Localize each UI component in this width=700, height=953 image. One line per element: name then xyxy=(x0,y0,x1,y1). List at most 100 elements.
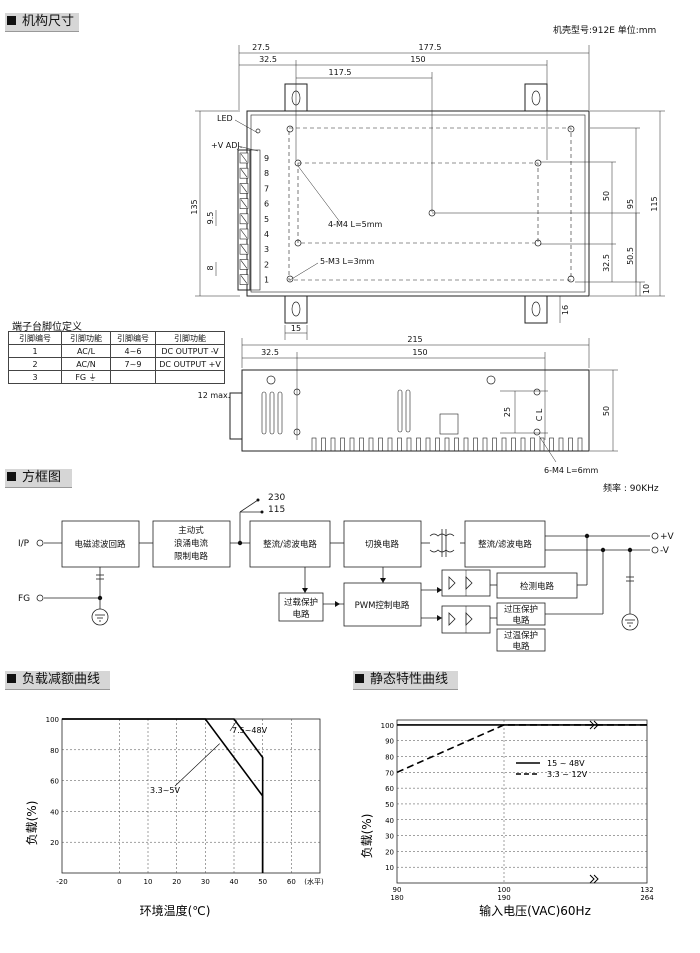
m4b-label: 6-M4 L=6mm xyxy=(544,466,599,475)
fin xyxy=(444,437,450,452)
terminal-screw xyxy=(239,183,249,194)
legend-label: 15 ~ 48V xyxy=(547,759,585,768)
block-olp-line1: 过载保护 xyxy=(284,597,318,608)
dim-50b: 50 xyxy=(602,406,611,416)
section-header-dimensions: 机构尺寸 xyxy=(5,13,79,32)
fin xyxy=(349,437,355,452)
series-line xyxy=(62,718,264,873)
table-row: 3 FG ⏚ xyxy=(8,370,225,384)
fin xyxy=(359,437,364,452)
section-title: 方框图 xyxy=(22,470,62,485)
square-icon xyxy=(7,674,16,683)
terminal-number: 2 xyxy=(264,260,269,269)
block-active-line1: 主动式 xyxy=(178,525,204,536)
x-tick-label: 50 xyxy=(258,878,267,886)
pin-cell: AC/N xyxy=(61,357,111,371)
fin xyxy=(520,437,526,452)
v230-label: 230 xyxy=(268,493,285,503)
frequency-label: 频率 : 90KHz xyxy=(603,482,659,494)
pin-header: 引脚功能 xyxy=(155,331,225,345)
table-row: 1 AC/L 4~6 DC OUTPUT -V xyxy=(8,344,225,358)
m3-label: 5-M3 L=3mm xyxy=(320,257,375,266)
terminal-screw xyxy=(239,259,249,270)
dim-25: 25 xyxy=(503,407,512,417)
pin-cell: FG ⏚ xyxy=(61,370,111,384)
fin xyxy=(539,437,545,452)
fin xyxy=(397,437,402,452)
square-icon xyxy=(7,16,16,25)
terminal-slot xyxy=(240,153,248,163)
dim-50-5: 50.5 xyxy=(626,247,635,265)
static-chart: 10090807060504030201090180100190132264输入… xyxy=(360,719,654,918)
y-tick-label: 20 xyxy=(50,839,59,847)
pin-cell: 2 xyxy=(8,357,62,371)
axis-break xyxy=(589,874,599,884)
terminal-slot xyxy=(240,169,248,178)
terminal-number: 5 xyxy=(264,215,269,224)
dim-32-5b: 32.5 xyxy=(602,254,611,272)
fin xyxy=(330,437,336,452)
block-rectifier-1: 整流/滤波电路 xyxy=(263,539,317,550)
pin-cell: 3 xyxy=(8,370,62,384)
terminal-screw xyxy=(239,198,249,209)
fin xyxy=(530,437,535,452)
block-otp-line1: 过温保护 xyxy=(504,630,538,641)
terminal-slot xyxy=(240,199,248,208)
pin-table-title: 端子台脚位定义 xyxy=(12,322,82,333)
fin xyxy=(416,437,421,452)
pin-table: 引脚编号 引脚功能 引脚编号 引脚功能 1 AC/L 4~6 DC OUTPUT… xyxy=(8,331,225,384)
fin xyxy=(435,437,440,452)
fg-label: FG xyxy=(18,594,30,604)
x-tick-label: 180 xyxy=(390,894,403,902)
x-tick-label: 30 xyxy=(201,878,210,886)
fin xyxy=(511,437,516,452)
fin xyxy=(368,437,374,452)
y-tick-label: 10 xyxy=(385,864,394,872)
fin xyxy=(463,437,469,452)
case-info: 机壳型号:912E 单位:mm xyxy=(553,26,657,36)
dim-215: 215 xyxy=(407,335,422,344)
pin-cell: AC/L xyxy=(61,344,111,358)
vadj-label: +V ADJ. xyxy=(211,141,242,150)
y-tick-label: 60 xyxy=(385,785,394,793)
table-row: 2 AC/N 7~9 DC OUTPUT +V xyxy=(8,357,225,371)
terminal-screw xyxy=(239,213,249,225)
dim-177-5: 177.5 xyxy=(419,43,442,52)
terminal-number: 8 xyxy=(264,169,269,178)
block-otp-line2: 电路 xyxy=(512,641,530,652)
terminal-screw xyxy=(239,274,249,285)
y-tick-label: 80 xyxy=(385,754,394,762)
square-icon xyxy=(355,674,364,683)
x-tick-label: 20 xyxy=(172,878,181,886)
fin xyxy=(549,437,554,452)
terminal-screw xyxy=(239,243,249,255)
y-tick-label: 100 xyxy=(46,716,59,724)
terminal-slot xyxy=(240,229,248,239)
axis-break xyxy=(589,720,599,730)
y-tick-label: 40 xyxy=(50,808,59,816)
y-tick-label: 50 xyxy=(385,801,394,809)
pin-cell: 1 xyxy=(8,344,62,358)
dim-115: 115 xyxy=(650,196,659,211)
block-ovp-line1: 过压保护 xyxy=(504,604,538,615)
fin xyxy=(577,437,583,452)
terminal-slot xyxy=(240,260,248,269)
dim-95: 95 xyxy=(626,199,635,209)
fin xyxy=(387,437,393,452)
y-tick-label: 40 xyxy=(385,817,394,825)
fin xyxy=(558,437,564,452)
dim-150: 150 xyxy=(410,55,425,64)
leader-line xyxy=(174,743,220,787)
x-tick-label: 90 xyxy=(393,886,402,894)
x-tick-label: 0 xyxy=(117,878,121,886)
neg-output-label: -V xyxy=(660,546,670,556)
y-tick-label: 30 xyxy=(385,833,394,841)
block-pwm: PWM控制电路 xyxy=(355,600,410,611)
block-rectifier-2: 整流/滤波电路 xyxy=(478,539,532,550)
pin-cell: 4~6 xyxy=(110,344,156,358)
block-detect: 检测电路 xyxy=(520,581,555,592)
legend-label: 3.3 ~ 12V xyxy=(547,770,588,779)
dim-15: 15 xyxy=(291,324,301,333)
